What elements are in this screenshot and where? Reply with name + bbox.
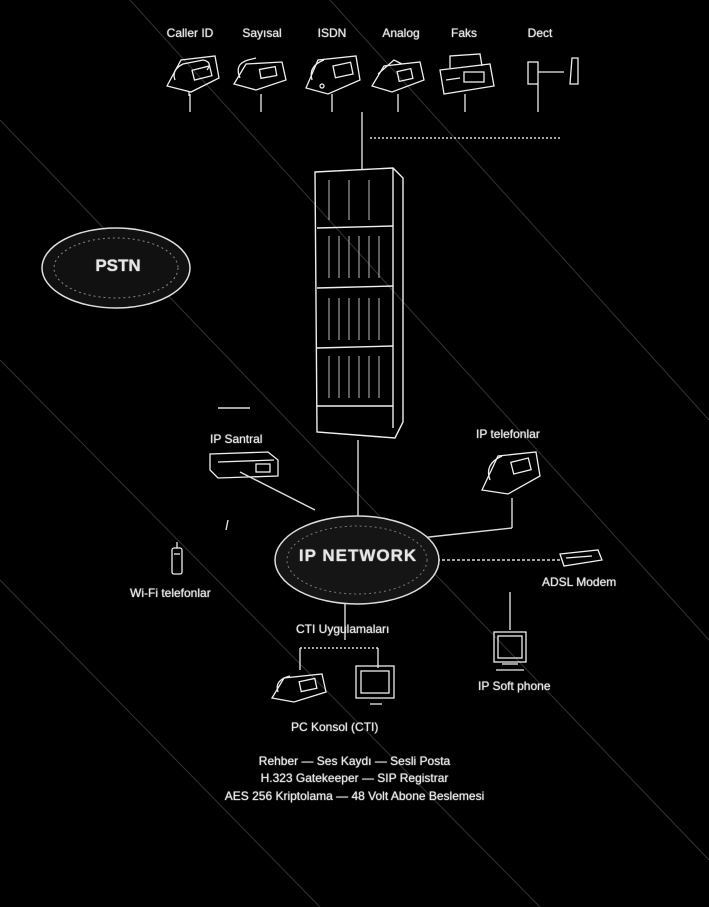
features-line-3: AES 256 Kriptolama — 48 Volt Abone Besle…	[224, 789, 485, 803]
device-label-sayisal: Sayısal	[242, 26, 282, 40]
features-line-2: H.323 Gatekeeper — SIP Registrar	[260, 771, 449, 785]
ip-pbx-icon	[209, 451, 279, 479]
device-label-analog: Analog	[382, 26, 420, 40]
device-label-faks: Faks	[450, 26, 477, 40]
wifi-label: Wi-Fi telefonlar	[130, 586, 211, 600]
ip-telefonlar-label: IP telefonlar	[476, 427, 540, 441]
pstn-cloud-icon	[41, 227, 191, 309]
features-line-1: Rehber — Ses Kaydı — Sesli Posta	[258, 754, 451, 768]
dect-phone-icon	[527, 57, 579, 85]
ip-santral-label: IP Santral	[210, 432, 263, 446]
softphone-label: IP Soft phone	[478, 679, 551, 693]
device-label-dect: Dect	[527, 26, 553, 40]
pc-monitor-icon	[355, 665, 395, 705]
isdn-phone-icon	[305, 55, 361, 95]
console-phone-icon	[270, 673, 327, 703]
softphone-icon	[493, 631, 527, 671]
pbx-cabinet-icon	[314, 167, 404, 439]
ip-phone-icon	[481, 451, 541, 495]
device-label-isdn: ISDN	[317, 26, 347, 40]
device-label-caller-id: Caller ID	[166, 26, 214, 40]
fax-icon	[439, 53, 495, 95]
ip-network-cloud-icon	[274, 515, 440, 605]
ip-network-label: IP NETWORK	[298, 546, 418, 565]
cti-label: CTI Uygulamaları	[296, 622, 390, 636]
analog-phone-icon	[371, 59, 425, 93]
adsl-modem-icon	[559, 549, 603, 567]
caller-id-phone-icon	[166, 55, 220, 96]
pstn-label: PSTN	[95, 256, 141, 275]
wifi-phone-icon	[171, 542, 183, 575]
digital-phone-icon	[233, 57, 287, 91]
adsl-label: ADSL Modem	[542, 575, 617, 589]
pc-konsol-label: PC Konsol (CTI)	[291, 720, 379, 734]
